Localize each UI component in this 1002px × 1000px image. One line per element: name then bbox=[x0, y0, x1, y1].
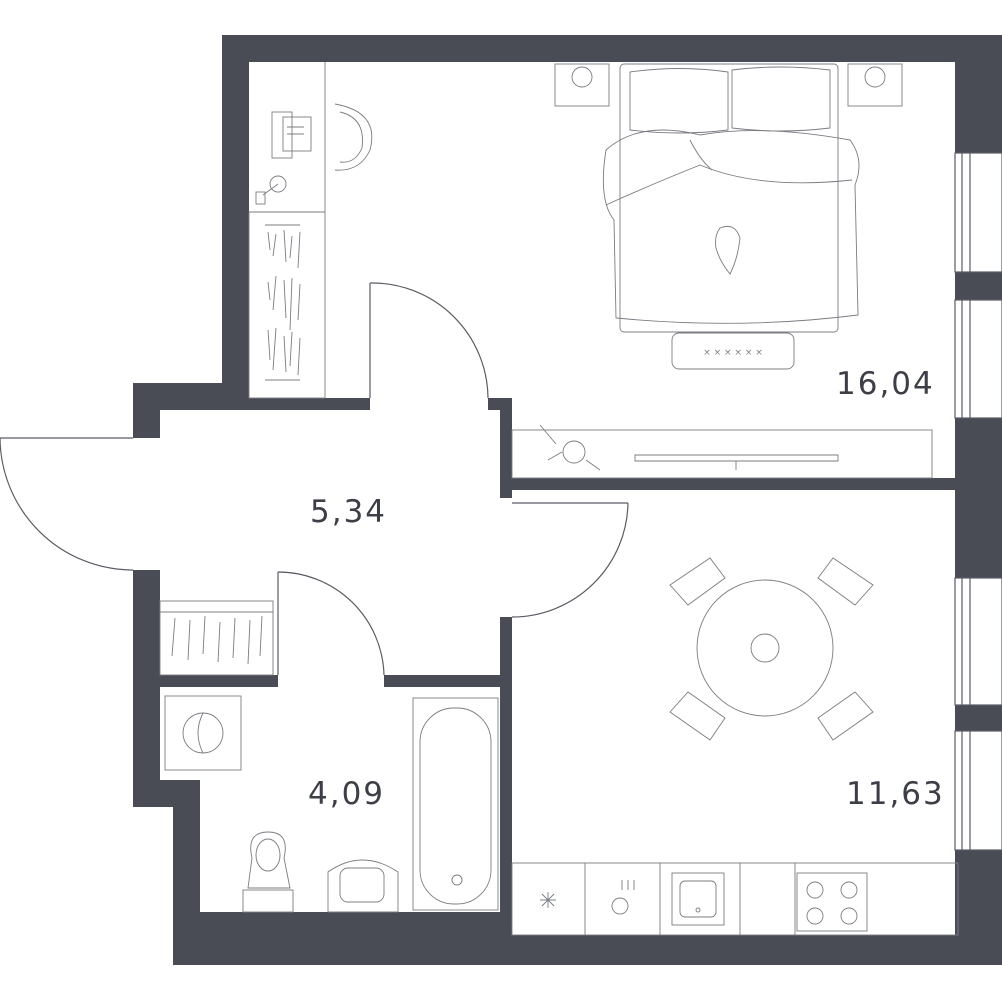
bedroom-area-label: 16,04 bbox=[836, 366, 935, 402]
stove-icon bbox=[796, 872, 868, 932]
bedroom-furniture: × × × × × × bbox=[248, 62, 933, 479]
tv-icon bbox=[511, 424, 933, 479]
hallway-area-label: 5,34 bbox=[310, 494, 388, 530]
kitchen-living-area-label: 11,63 bbox=[846, 776, 945, 812]
washing-machine-icon bbox=[164, 695, 242, 771]
bathtub-icon bbox=[412, 697, 499, 911]
kitchen-counter bbox=[511, 862, 959, 936]
dining-table-icon bbox=[669, 557, 874, 741]
doors bbox=[0, 282, 629, 676]
sink-icon bbox=[327, 859, 399, 913]
walls bbox=[133, 35, 1002, 965]
kitchen-living-furniture bbox=[511, 557, 959, 936]
bathroom-area-label: 4,09 bbox=[308, 776, 386, 812]
wardrobe-icon bbox=[248, 211, 326, 399]
desk-icon bbox=[255, 103, 373, 205]
windows bbox=[954, 152, 1002, 851]
svg-text:× × × × × ×: × × × × × × bbox=[703, 348, 763, 358]
bathroom-fixtures bbox=[164, 695, 499, 913]
toilet-icon bbox=[242, 831, 294, 913]
hallway-wardrobe-icon bbox=[159, 600, 274, 676]
bed-icon: × × × × × × bbox=[554, 63, 903, 370]
